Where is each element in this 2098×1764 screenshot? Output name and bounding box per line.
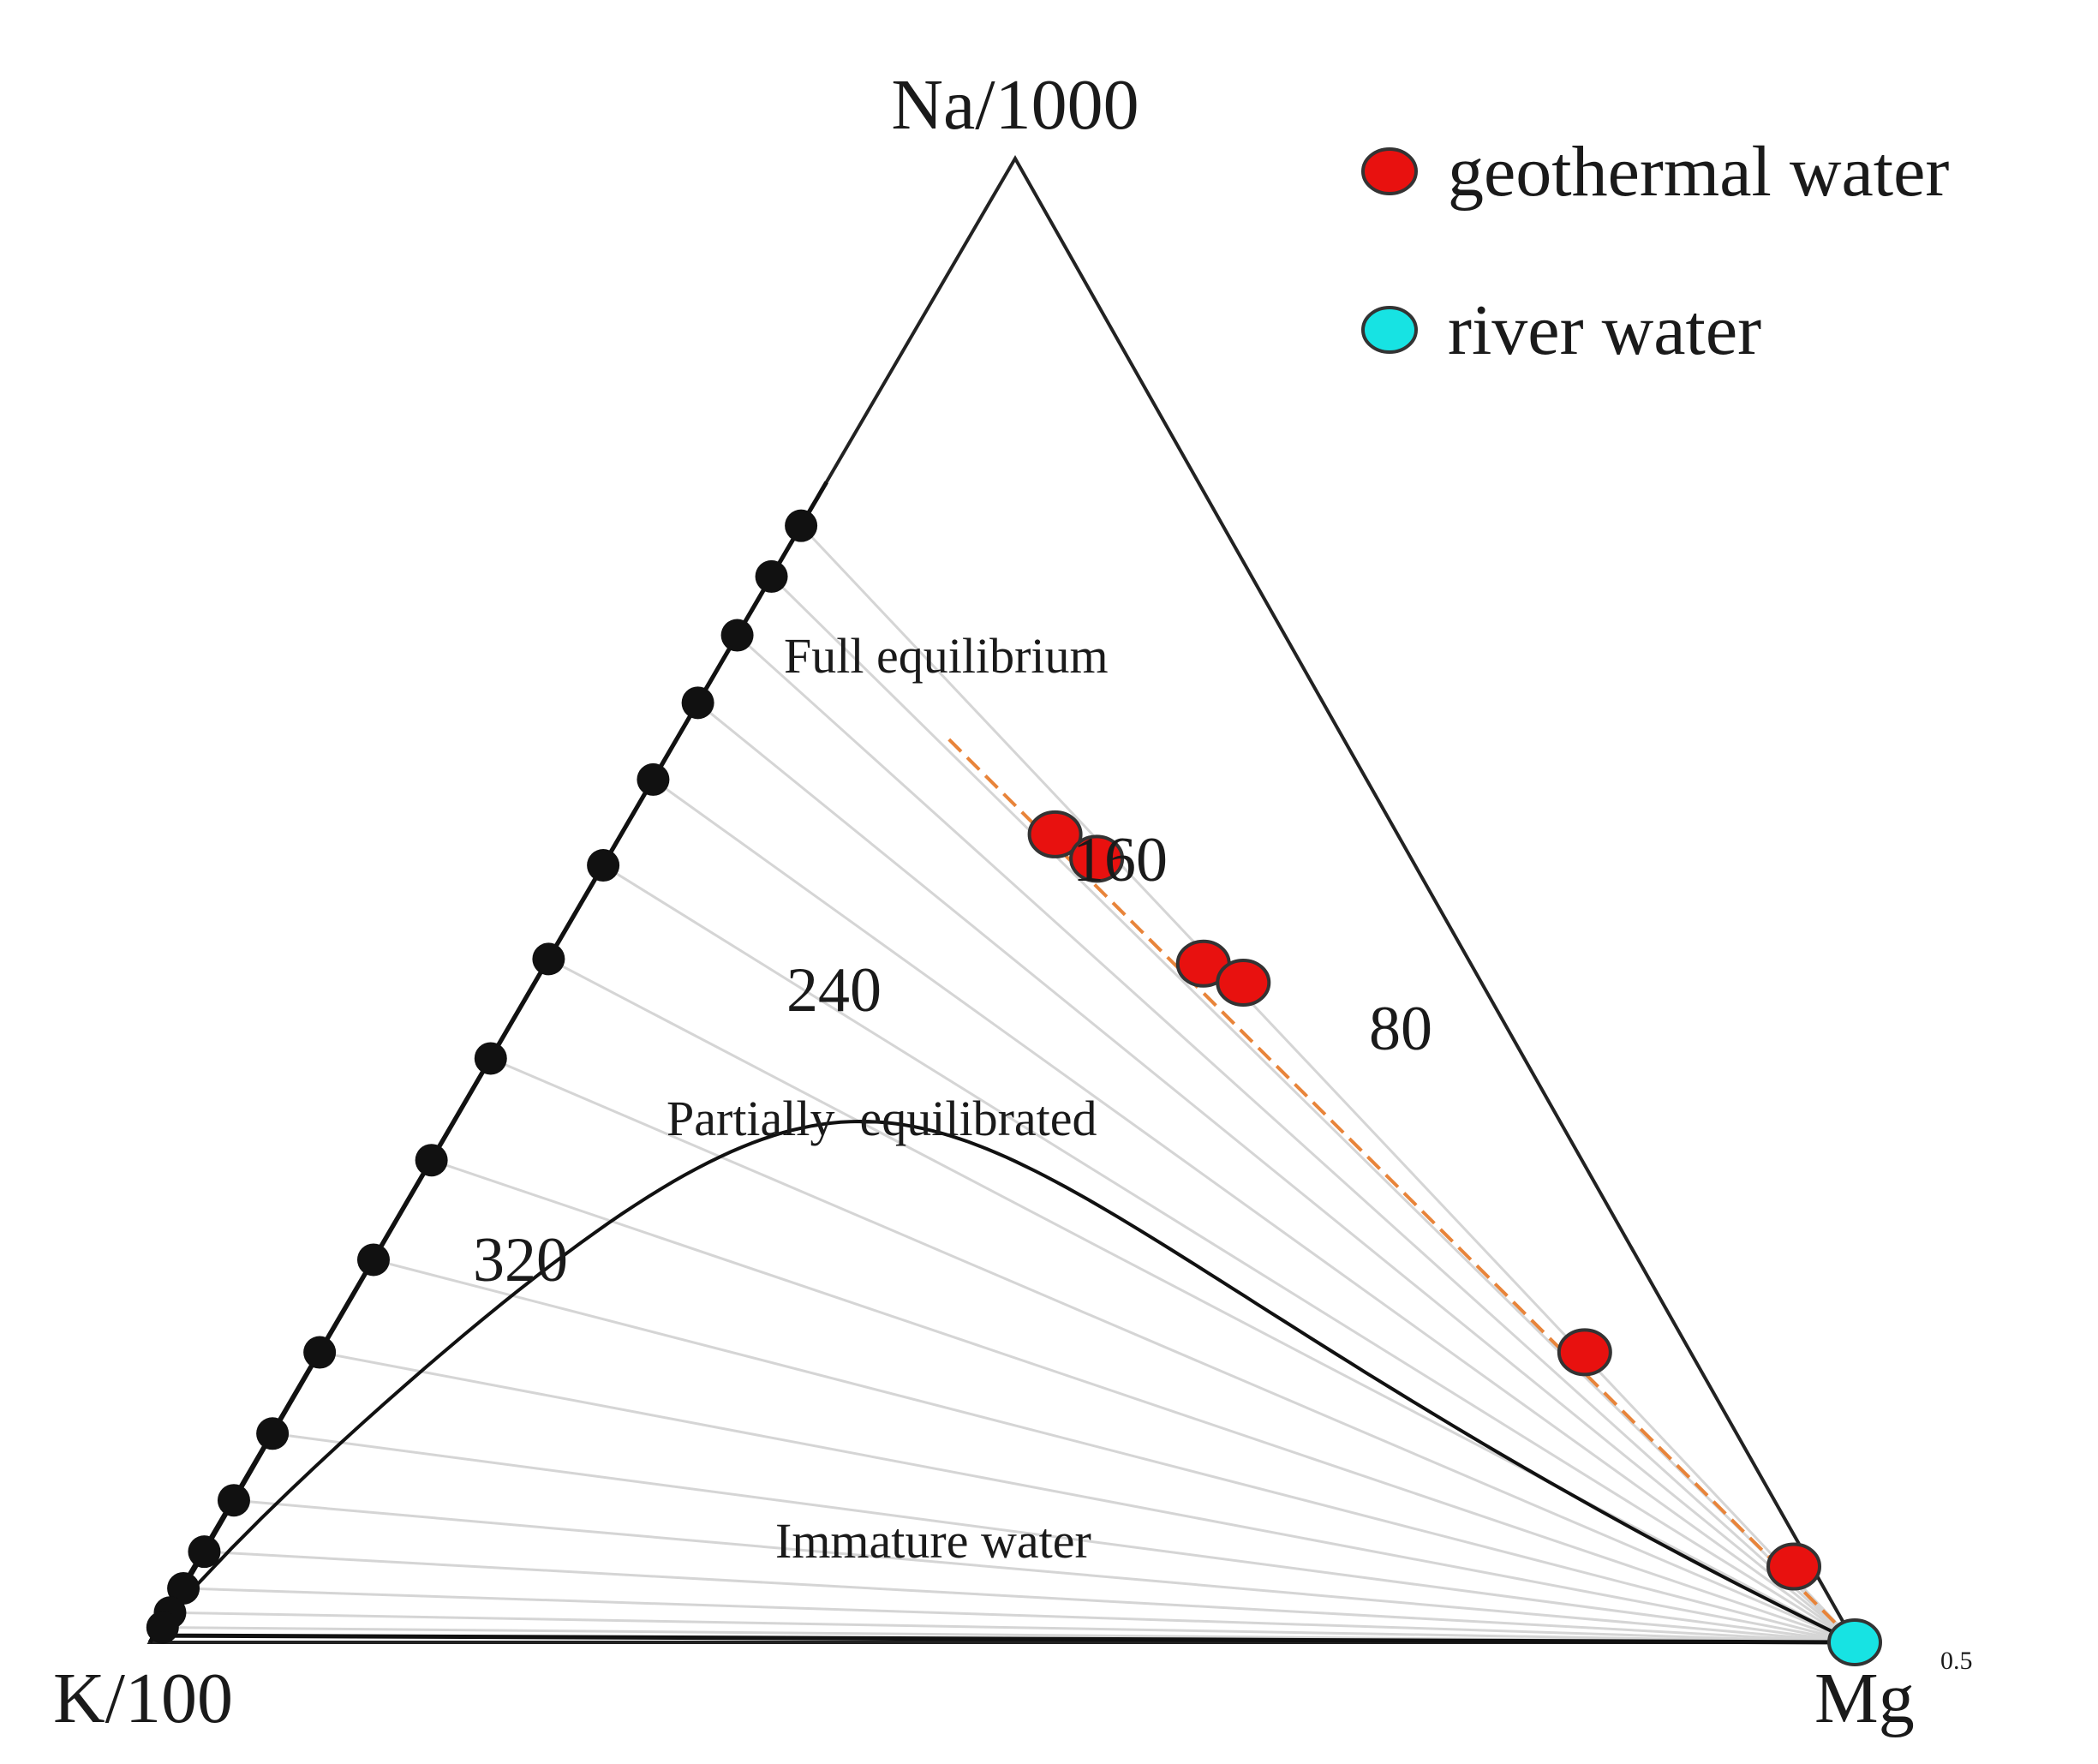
isotherm-grid-line <box>652 778 1856 1644</box>
isotherm-grid-line <box>489 1056 1856 1644</box>
isotherm-grid-line <box>430 1158 1856 1644</box>
isotherm-marker <box>356 1243 390 1277</box>
isotherm-marker <box>755 559 788 593</box>
isotherm-grid-line <box>232 1498 1856 1644</box>
isotherm-marker <box>167 1571 200 1605</box>
legend: geothermal water river water <box>1361 132 1949 370</box>
isotherm-label-320: 320 <box>473 1225 568 1295</box>
isotherm-marker <box>681 686 714 720</box>
isotherm-grid-line <box>770 575 1856 1644</box>
isotherm-grid-line <box>547 957 1856 1644</box>
legend-label-geothermal-water: geothermal water <box>1448 132 1949 212</box>
isotherm-marker <box>720 619 754 652</box>
vertex-label-mg: Mg <box>1814 1659 1915 1738</box>
region-label-full-equilibrium: Full equilibrium <box>784 628 1109 684</box>
isotherm-grid-line <box>373 1258 1856 1644</box>
isotherm-marker <box>587 849 620 882</box>
isotherm-label-160: 160 <box>1073 825 1168 895</box>
isotherm-marker <box>532 942 565 976</box>
legend-swatch-river-water <box>1361 306 1418 354</box>
isotherm-grid-line <box>202 1550 1856 1644</box>
isotherm-marker <box>217 1484 250 1517</box>
vertex-label-k: K/100 <box>53 1659 233 1738</box>
region-label-partially-equilibrated: Partially equilibrated <box>666 1091 1097 1146</box>
isotherm-marker <box>785 509 818 542</box>
vertex-label-na: Na/1000 <box>891 65 1139 145</box>
isotherm-grid-line <box>181 1587 1856 1644</box>
isotherm-marker <box>188 1535 221 1569</box>
isotherm-label-80: 80 <box>1369 994 1432 1064</box>
equilibrium-grid-lines <box>158 524 1856 1644</box>
isotherm-grid-line <box>696 702 1856 1644</box>
region-label-immature-water: Immature water <box>775 1513 1091 1569</box>
river-water-point <box>1827 1618 1882 1666</box>
trend-line <box>947 738 1856 1644</box>
isotherm-grid-line <box>167 1611 1856 1644</box>
isotherm-grid-line <box>736 634 1856 1644</box>
vertex-label-mg-exponent: 0.5 <box>1940 1647 1973 1675</box>
geothermal-water-point <box>1216 958 1271 1007</box>
isotherm-grid-line <box>799 524 1856 1644</box>
isotherm-markers <box>146 509 818 1644</box>
legend-label-river-water: river water <box>1448 290 1761 370</box>
isotherm-marker <box>303 1336 337 1369</box>
data-points <box>1027 810 1882 1666</box>
isotherm-marker <box>637 762 670 796</box>
legend-swatch-geothermal-water <box>1361 147 1418 195</box>
geothermal-water-point <box>1766 1542 1822 1591</box>
immature-water-boundary-curve <box>148 1119 1856 1644</box>
geothermal-water-point <box>1557 1328 1612 1377</box>
isotherm-marker <box>474 1042 507 1075</box>
geothermal-water-point <box>1027 810 1083 858</box>
ternary-triangle <box>146 154 1858 1644</box>
isotherm-grid-line <box>602 864 1856 1644</box>
isotherm-grid-line <box>319 1350 1856 1644</box>
isotherm-grid-line <box>271 1432 1856 1644</box>
isotherm-marker <box>415 1144 448 1177</box>
isotherm-marker <box>256 1417 290 1450</box>
isotherm-marker <box>146 1611 179 1644</box>
geothermal-water-point <box>1069 834 1125 883</box>
isotherm-label-240: 240 <box>786 955 882 1026</box>
